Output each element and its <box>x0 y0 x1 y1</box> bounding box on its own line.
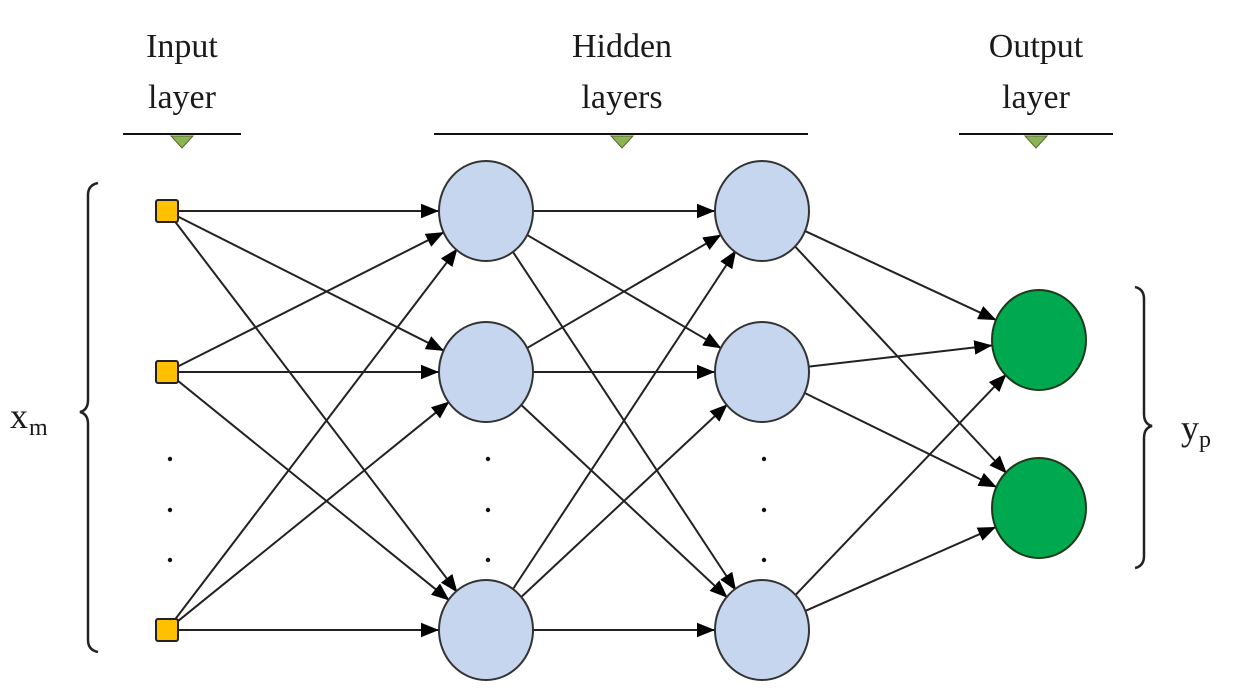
output-brace-icon <box>1134 285 1153 570</box>
hidden-layers-marker-icon <box>609 135 635 149</box>
output-layer-heading-line2: layer <box>1002 79 1071 116</box>
ellipsis-dots <box>167 456 767 563</box>
edge-input2-hidden1-3 <box>174 378 451 602</box>
input-layer-heading-line1: Input <box>146 28 218 65</box>
hidden-layers-heading-line2: layers <box>581 79 662 116</box>
input-layer-heading: Input layer <box>123 28 241 149</box>
edge-hidden1-3-hidden2-2 <box>519 403 729 599</box>
hidden1-ellipsis-dot-1 <box>485 456 491 462</box>
edge-hidden2-2-output1 <box>808 340 993 368</box>
edge-input3-hidden1-2 <box>174 400 451 624</box>
edge-hidden1-3-hidden2-1 <box>511 249 737 592</box>
hidden2-ellipsis-dot-2 <box>761 507 767 513</box>
hidden-layers-heading: Hidden layers <box>434 28 808 149</box>
edge-hidden2-1-output1 <box>804 229 997 322</box>
hidden1-node-1 <box>438 160 534 262</box>
input-node-1 <box>155 199 179 223</box>
edge-input1-hidden1-2 <box>176 215 445 352</box>
output-layer-heading: Output layer <box>959 28 1113 149</box>
output-node-2 <box>991 457 1087 559</box>
hidden2-node-3 <box>714 579 810 681</box>
edge-input3-hidden1-1 <box>172 247 459 622</box>
outputs-label-sub: p <box>1199 427 1211 453</box>
hidden-layers-heading-line1: Hidden <box>572 28 672 65</box>
input-ellipsis-dot-3 <box>167 557 173 563</box>
hidden1-ellipsis-dot-3 <box>485 557 491 563</box>
edge-hidden2-3-output2 <box>804 526 997 612</box>
hidden1-node-2 <box>438 321 534 423</box>
input-layer-marker-icon <box>169 135 195 149</box>
edge-hidden2-1-output2 <box>793 244 1008 475</box>
output-node-1 <box>991 289 1087 391</box>
output-layer-heading-line1: Output <box>989 28 1084 65</box>
edge-hidden2-2-output2 <box>803 391 998 489</box>
input-ellipsis-dot-2 <box>167 507 173 513</box>
inputs-label: x m <box>10 396 48 441</box>
inputs-label-sub: m <box>29 415 48 441</box>
hidden1-ellipsis-dot-2 <box>485 507 491 513</box>
edge-hidden1-2-hidden2-1 <box>526 233 722 350</box>
input-node-2 <box>155 360 179 384</box>
nodes <box>155 160 1087 681</box>
outputs-label: y p <box>1181 408 1211 453</box>
edge-input1-hidden1-3 <box>172 219 459 594</box>
edge-hidden2-3-output1 <box>793 373 1008 597</box>
connections <box>172 203 1008 638</box>
outputs-label-main: y <box>1181 408 1199 448</box>
hidden1-node-3 <box>438 579 534 681</box>
input-layer-heading-line2: layer <box>148 79 217 116</box>
hidden2-node-2 <box>714 321 810 423</box>
input-node-3 <box>155 618 179 642</box>
input-ellipsis-dot-1 <box>167 456 173 462</box>
edge-input2-hidden1-1 <box>176 231 445 368</box>
output-layer-marker-icon <box>1023 135 1049 149</box>
hidden2-ellipsis-dot-3 <box>761 557 767 563</box>
input-brace-icon <box>79 181 99 654</box>
hidden2-ellipsis-dot-1 <box>761 456 767 462</box>
inputs-label-main: x <box>10 396 28 436</box>
hidden2-node-1 <box>714 160 810 262</box>
